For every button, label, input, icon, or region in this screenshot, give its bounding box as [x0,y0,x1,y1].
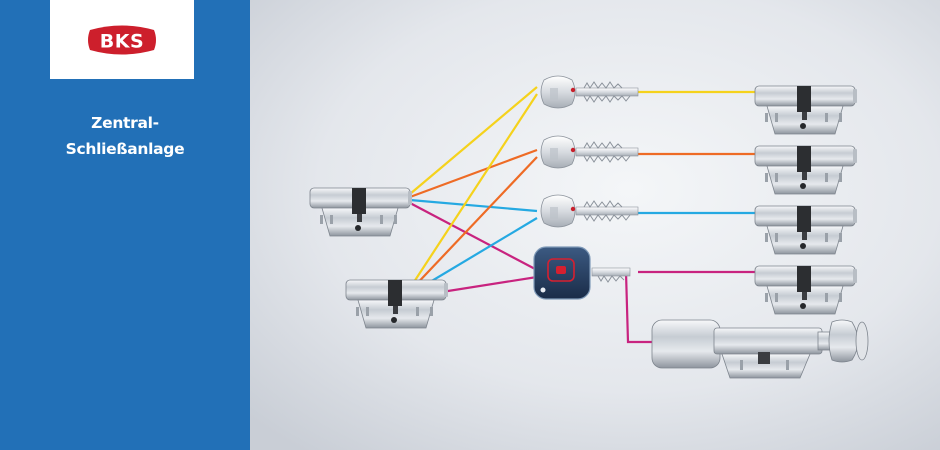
line-cyan-central-1 [409,198,538,213]
line-yellow-central-1 [409,86,538,195]
line-yellow-central-2 [409,93,538,289]
locking-system-diagram [250,0,940,450]
electronic-key [533,246,631,300]
line-orange-central-2 [409,156,538,292]
diagram-canvas [250,0,940,450]
logo-shield [88,25,156,55]
sidebar: BKS Zentral- Schließanlage [0,0,250,450]
logo-text: BKS [100,31,144,53]
title-line-2: Schließanlage [65,140,185,158]
knob-cylinder [651,319,869,379]
page-title: Zentral- Schließanlage [0,110,250,162]
logo-box: BKS [50,0,194,79]
title-line-1: Zentral- [91,114,159,132]
line-magenta-central-1 [409,202,538,271]
line-orange-central-1 [409,148,538,199]
bks-logo: BKS [88,25,156,55]
line-magenta-knob [624,271,652,344]
connection-lines [409,86,755,344]
